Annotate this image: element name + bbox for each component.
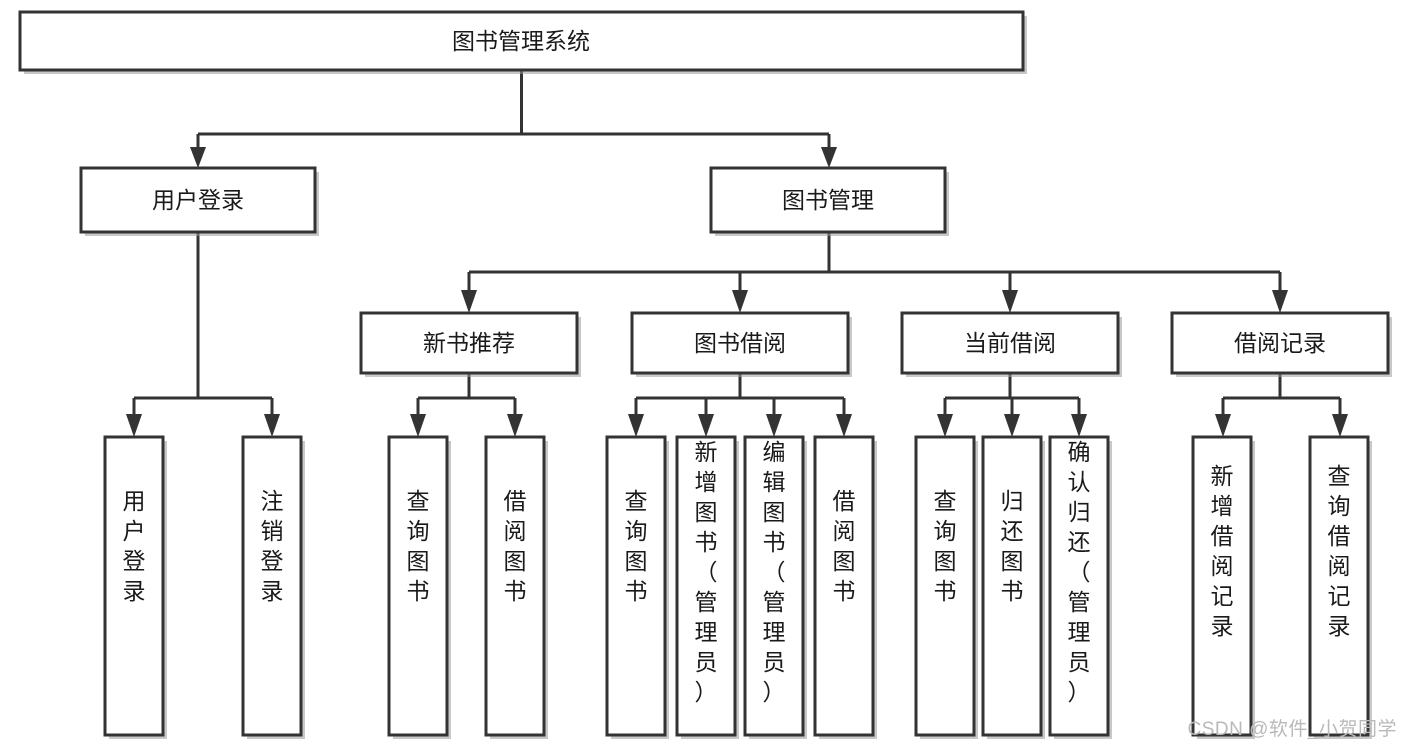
- node-label-current-borrow: 当前借阅: [964, 330, 1056, 356]
- arrowhead-icon: [821, 147, 837, 168]
- node-rect: [914, 435, 976, 737]
- leaf-label: 确认归还（管理员）: [1068, 439, 1091, 705]
- leaf-node[interactable]: 借阅图书: [484, 435, 548, 739]
- leaf-node[interactable]: 注销登录: [241, 435, 305, 739]
- node-user-login[interactable]: 用户登录: [79, 166, 319, 236]
- arrowhead-icon: [190, 147, 206, 168]
- node-book-borrow[interactable]: 图书借阅: [630, 311, 852, 377]
- node-book-management[interactable]: 图书管理: [709, 166, 949, 236]
- node-root-system[interactable]: 图书管理系统: [18, 10, 1027, 74]
- connector-layer: [132, 70, 1342, 417]
- node-rect: [1170, 311, 1390, 375]
- node-label-user-login: 用户登录: [152, 187, 244, 213]
- leaf-node[interactable]: 查询借阅记录: [1308, 435, 1372, 739]
- leaf-node[interactable]: 编辑图书（管理员）: [743, 435, 807, 739]
- leaf-node[interactable]: 查询图书: [914, 435, 978, 739]
- node-label-borrow-record: 借阅记录: [1234, 330, 1326, 356]
- leaf-node[interactable]: 查询图书: [605, 435, 669, 739]
- node-current-borrow[interactable]: 当前借阅: [900, 311, 1122, 377]
- leaf-node[interactable]: 新增借阅记录: [1191, 435, 1255, 739]
- arrowhead-icon: [1004, 414, 1020, 437]
- arrowhead-icon: [836, 414, 852, 437]
- node-borrow-record[interactable]: 借阅记录: [1170, 311, 1392, 377]
- node-rect: [103, 435, 165, 737]
- node-rect: [1048, 435, 1110, 737]
- leaf-label: 查询图书: [625, 488, 648, 604]
- leaf-label: 查询图书: [407, 488, 430, 604]
- node-rect: [981, 435, 1043, 737]
- arrowhead-icon: [937, 414, 953, 437]
- leaf-label: 查询借阅记录: [1328, 463, 1351, 639]
- leaf-label: 新增借阅记录: [1211, 463, 1234, 639]
- arrowhead-icon: [264, 414, 280, 437]
- leaf-label: 注销登录: [261, 488, 284, 604]
- leaf-label: 借阅图书: [833, 488, 856, 604]
- node-rect: [387, 435, 449, 737]
- leaf-label: 新增图书（管理员）: [695, 439, 718, 705]
- node-rect: [675, 435, 737, 737]
- arrowhead-icon: [1272, 290, 1288, 313]
- node-label-book-borrow: 图书借阅: [694, 330, 786, 356]
- node-new-book-recommend[interactable]: 新书推荐: [359, 311, 581, 377]
- node-label-root: 图书管理系统: [452, 28, 590, 54]
- arrowhead-icon: [507, 414, 523, 437]
- leaf-node[interactable]: 归还图书: [981, 435, 1045, 739]
- leaf-node[interactable]: 查询图书: [387, 435, 451, 739]
- arrowhead-icon: [410, 414, 426, 437]
- leaf-node[interactable]: 用户登录: [103, 435, 167, 739]
- leaf-node[interactable]: 新增图书（管理员）: [675, 435, 739, 739]
- leaf-label: 用户登录: [123, 488, 146, 604]
- node-rect: [359, 311, 579, 375]
- arrowhead-icon: [461, 290, 477, 313]
- leaf-label: 归还图书: [1001, 488, 1024, 604]
- node-rect: [709, 166, 947, 234]
- leaf-label: 查询图书: [934, 488, 957, 604]
- arrowhead-layer: [126, 147, 1348, 437]
- node-rect: [484, 435, 546, 737]
- arrowhead-icon: [732, 290, 748, 313]
- node-rect: [1308, 435, 1370, 737]
- node-rect: [79, 166, 317, 234]
- node-rect: [900, 311, 1120, 375]
- leaf-label: 编辑图书（管理员）: [763, 439, 786, 705]
- arrowhead-icon: [1215, 414, 1231, 437]
- node-rect: [605, 435, 667, 737]
- leaf-label: 借阅图书: [504, 488, 527, 604]
- leaf-node[interactable]: 确认归还（管理员）: [1048, 435, 1112, 739]
- node-rect: [813, 435, 875, 737]
- node-label-book-management: 图书管理: [782, 187, 874, 213]
- arrowhead-icon: [1332, 414, 1348, 437]
- node-rect: [630, 311, 850, 375]
- arrowhead-icon: [628, 414, 644, 437]
- node-label-new-book-recommend: 新书推荐: [423, 330, 515, 356]
- arrowhead-icon: [1071, 414, 1087, 437]
- node-rect: [1191, 435, 1253, 737]
- node-rect: [18, 10, 1025, 72]
- arrowhead-icon: [766, 414, 782, 437]
- node-rect: [241, 435, 303, 737]
- arrowhead-icon: [1002, 290, 1018, 313]
- arrowhead-icon: [126, 414, 142, 437]
- leaf-node[interactable]: 借阅图书: [813, 435, 877, 739]
- node-rect: [743, 435, 805, 737]
- arrowhead-icon: [698, 414, 714, 437]
